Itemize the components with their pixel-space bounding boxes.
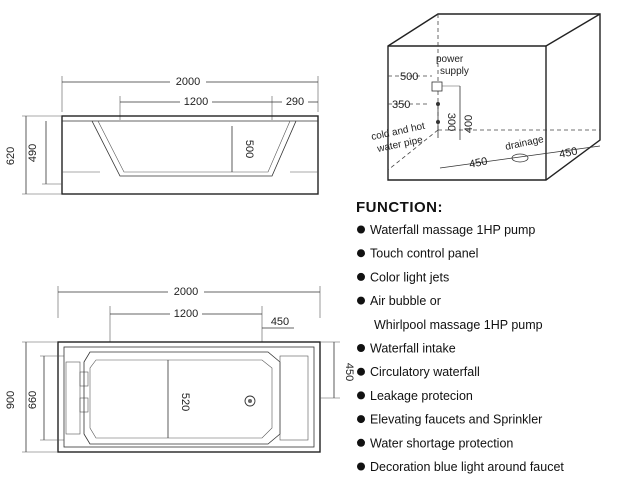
function-item: Waterfall intake bbox=[357, 342, 456, 356]
room-dim-450-right: 450 bbox=[558, 145, 578, 161]
top-height-right: 450 bbox=[343, 363, 355, 381]
function-item: Air bubble or bbox=[357, 294, 441, 308]
drainage-label: drainage bbox=[504, 134, 545, 153]
bullet-icon bbox=[357, 344, 365, 352]
bullet-icon bbox=[357, 296, 365, 305]
bullet-icon bbox=[357, 391, 365, 400]
function-item-text: Color light jets bbox=[370, 270, 449, 284]
room-view: power supply 500 350 400 300 cold and ho… bbox=[370, 13, 601, 181]
bullet-icon bbox=[357, 225, 365, 234]
function-item: Decoration blue light around faucet bbox=[357, 460, 564, 474]
top-height-total: 900 bbox=[5, 391, 17, 409]
side-width-end: 290 bbox=[286, 96, 304, 108]
bullet-icon bbox=[357, 438, 365, 447]
function-item-text: Water shortage protection bbox=[370, 436, 513, 450]
power-label-2: supply bbox=[440, 66, 469, 77]
top-width-end: 450 bbox=[271, 316, 289, 328]
side-height-body: 490 bbox=[27, 144, 39, 162]
function-list: FUNCTION: Waterfall massage 1HP pumpTouc… bbox=[356, 199, 564, 474]
power-label-1: power bbox=[436, 54, 464, 65]
function-item-text: Air bubble or bbox=[370, 294, 441, 308]
room-dim-400: 400 bbox=[463, 115, 475, 133]
bullet-icon bbox=[357, 415, 365, 424]
side-width-total: 2000 bbox=[176, 76, 200, 88]
function-item: Whirlpool massage 1HP pump bbox=[374, 318, 543, 332]
bullet-icon bbox=[357, 367, 365, 376]
room-dim-500: 500 bbox=[400, 71, 418, 83]
top-height-inner: 660 bbox=[27, 391, 39, 409]
function-item: Water shortage protection bbox=[357, 436, 513, 450]
function-item-text: Whirlpool massage 1HP pump bbox=[374, 318, 543, 332]
function-item: Elevating faucets and Sprinkler bbox=[357, 413, 542, 427]
room-dim-450-left: 450 bbox=[468, 155, 488, 171]
function-item-text: Waterfall massage 1HP pump bbox=[370, 223, 535, 237]
side-width-inner: 1200 bbox=[184, 96, 208, 108]
function-title: FUNCTION: bbox=[356, 199, 443, 216]
bullet-icon bbox=[357, 272, 365, 281]
function-item: Waterfall massage 1HP pump bbox=[357, 223, 535, 237]
function-item-text: Decoration blue light around faucet bbox=[370, 460, 564, 474]
top-width-inner: 1200 bbox=[174, 308, 198, 320]
side-view: 2000 1200 290 620 490 500 bbox=[5, 74, 319, 195]
room-dim-300: 300 bbox=[445, 113, 457, 131]
function-item-text: Waterfall intake bbox=[370, 342, 456, 356]
side-height-total: 620 bbox=[5, 147, 17, 165]
function-item-text: Touch control panel bbox=[370, 247, 478, 261]
top-view: 2000 1200 450 900 660 bbox=[5, 284, 355, 453]
top-width-total: 2000 bbox=[174, 286, 198, 298]
function-item: Touch control panel bbox=[357, 247, 478, 261]
function-item: Circulatory waterfall bbox=[357, 365, 480, 379]
function-item-text: Elevating faucets and Sprinkler bbox=[370, 413, 542, 427]
function-item: Color light jets bbox=[357, 270, 449, 284]
function-item: Leakage protecion bbox=[357, 389, 473, 403]
top-depth: 520 bbox=[179, 393, 191, 411]
room-dim-350: 350 bbox=[392, 99, 410, 111]
function-item-text: Circulatory waterfall bbox=[370, 365, 480, 379]
bullet-icon bbox=[357, 249, 365, 258]
side-depth: 500 bbox=[243, 140, 255, 158]
function-item-text: Leakage protecion bbox=[370, 389, 473, 403]
bullet-icon bbox=[357, 462, 365, 471]
